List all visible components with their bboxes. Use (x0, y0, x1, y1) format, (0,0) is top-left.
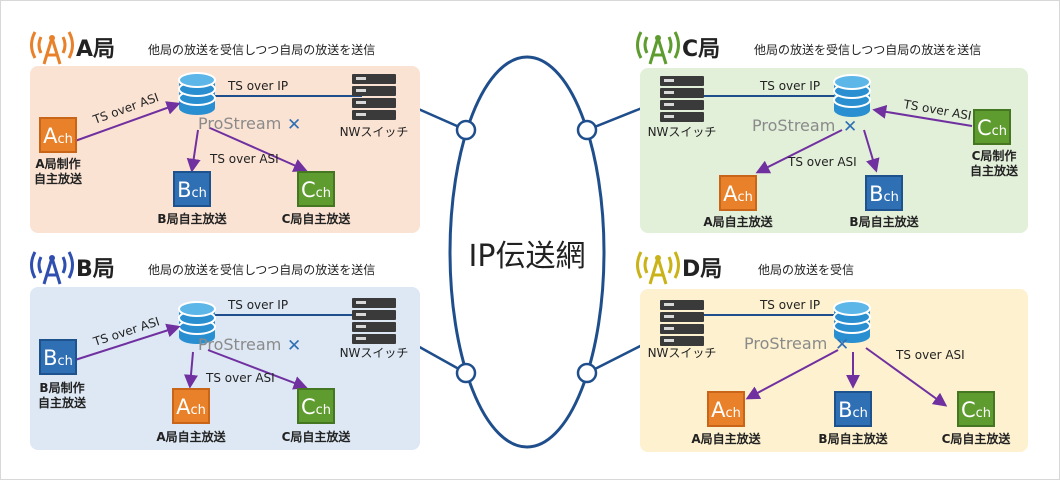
nw-switch-label: NWスイッチ (648, 346, 717, 360)
nw-switch-label: NWスイッチ (648, 125, 717, 139)
station-description: 他局の放送を受信しつつ自局の放送を送信 (148, 262, 375, 277)
output-label: B局自主放送 (818, 431, 888, 446)
channel-a-icon: Ach (172, 388, 210, 424)
svg-text:Bch: Bch (177, 178, 207, 202)
svg-text:Ach: Ach (723, 182, 753, 206)
ip-network: IP伝送網 (397, 55, 663, 449)
channel-b-icon: Bch (865, 175, 903, 211)
station-title: A局 (76, 37, 115, 62)
prostream-x-mark: ✕ (287, 115, 301, 135)
channel-c-icon: Cch (297, 388, 335, 424)
network-label: IP伝送網 (469, 239, 586, 274)
ts-over-ip-label: TS over IP (227, 298, 288, 312)
output-label: B局自主放送 (157, 211, 227, 226)
port-b (455, 362, 477, 384)
station-a: A局 他局の放送を受信しつつ自局の放送を送信 TS over IP NWスイッチ… (30, 31, 420, 233)
svg-text:Cch: Cch (301, 178, 331, 202)
svg-text:Bch: Bch (838, 398, 868, 422)
output-label: A局自主放送 (156, 429, 226, 444)
asi-arrow-out-2 (209, 127, 308, 172)
channel-c-icon: Cch (957, 391, 995, 427)
ts-over-ip-label: TS over IP (759, 79, 820, 93)
channel-a-icon: Ach (719, 175, 757, 211)
prostream-x-mark: ✕ (835, 335, 849, 355)
output-label: C局自主放送 (282, 429, 352, 444)
network-ellipse (448, 55, 606, 449)
station-title: B局 (76, 257, 115, 282)
svg-text:Cch: Cch (961, 398, 991, 422)
nw-switch-label: NWスイッチ (340, 346, 409, 360)
antenna-icon (30, 251, 74, 285)
prostream-label: ProStream (198, 335, 281, 354)
station-title: C局 (682, 37, 720, 62)
output-label: A局自主放送 (691, 431, 761, 446)
prostream-x-mark: ✕ (287, 336, 301, 356)
prostream-label: ProStream (744, 334, 827, 353)
station-title: D局 (682, 257, 722, 282)
ts-over-asi-label: TS over ASI (787, 155, 857, 169)
asi-arrow-out-1 (755, 129, 843, 174)
svg-text:Ach: Ach (711, 398, 741, 422)
station-c: C局 他局の放送を受信しつつ自局の放送を送信 TS over IP NWスイッチ… (636, 31, 1028, 233)
station-description: 他局の放送を受信しつつ自局の放送を送信 (148, 42, 375, 57)
port-c (576, 119, 598, 141)
channel-c-icon: Cch (973, 109, 1011, 145)
station-description: 他局の放送を受信 (758, 262, 854, 277)
antenna-icon (636, 31, 680, 65)
source-caption-line2: 自主放送 (38, 395, 87, 410)
channel-a-icon: Ach (39, 117, 77, 153)
source-caption-line1: A局制作 (35, 156, 80, 171)
station-b: B局 他局の放送を受信しつつ自局の放送を送信 TS over IP NWスイッチ… (30, 251, 420, 450)
asi-arrow-in (872, 104, 973, 127)
svg-text:Cch: Cch (301, 395, 331, 419)
asi-arrow-in (74, 101, 181, 142)
source-caption-line1: B局制作 (39, 380, 84, 395)
database-icon (833, 74, 871, 118)
source-caption-line2: 自主放送 (34, 171, 83, 186)
antenna-icon (636, 251, 680, 285)
asi-arrow-out-1 (186, 129, 201, 173)
source-caption-line1: C局制作 (972, 148, 1017, 163)
output-label: B局自主放送 (849, 214, 919, 229)
asi-arrow-out-2 (863, 129, 880, 173)
antenna-icon (30, 31, 74, 65)
output-label: C局自主放送 (942, 431, 1012, 446)
asi-arrow-out-2 (207, 349, 308, 390)
svg-text:Cch: Cch (977, 116, 1007, 140)
svg-text:Bch: Bch (43, 346, 73, 370)
prostream-label: ProStream (198, 114, 281, 133)
asi-arrow-out-3 (865, 347, 948, 407)
ts-over-asi-label: TS over ASI (895, 348, 965, 362)
prostream-x-mark: ✕ (843, 117, 857, 137)
nw-switch-label: NWスイッチ (340, 125, 409, 139)
database-icon (178, 72, 216, 116)
port-a (455, 119, 477, 141)
output-label: A局自主放送 (703, 214, 773, 229)
station-description: 他局の放送を受信しつつ自局の放送を送信 (754, 42, 981, 57)
prostream-label: ProStream (752, 116, 835, 135)
station-d: D局 他局の放送を受信 TS over IP NWスイッチ ProStream … (636, 251, 1028, 452)
output-label: C局自主放送 (282, 211, 352, 226)
svg-text:Ach: Ach (176, 395, 206, 419)
asi-arrow-out-1 (745, 349, 839, 400)
asi-arrow-out-1 (184, 351, 198, 389)
channel-b-icon: Bch (39, 339, 77, 375)
channel-a-icon: Ach (707, 391, 745, 427)
asi-arrow-in (74, 323, 181, 361)
svg-text:Ach: Ach (43, 124, 73, 148)
channel-b-icon: Bch (834, 391, 872, 427)
source-caption-line2: 自主放送 (970, 163, 1019, 178)
channel-b-icon: Bch (173, 171, 211, 207)
channel-c-icon: Cch (297, 171, 335, 207)
ts-over-ip-label: TS over IP (759, 298, 820, 312)
port-d (576, 362, 598, 384)
ts-over-asi-label: TS over ASI (209, 152, 279, 166)
svg-text:Bch: Bch (869, 182, 899, 206)
ts-over-asi-label: TS over ASI (205, 371, 275, 385)
ts-over-ip-label: TS over IP (227, 79, 288, 93)
